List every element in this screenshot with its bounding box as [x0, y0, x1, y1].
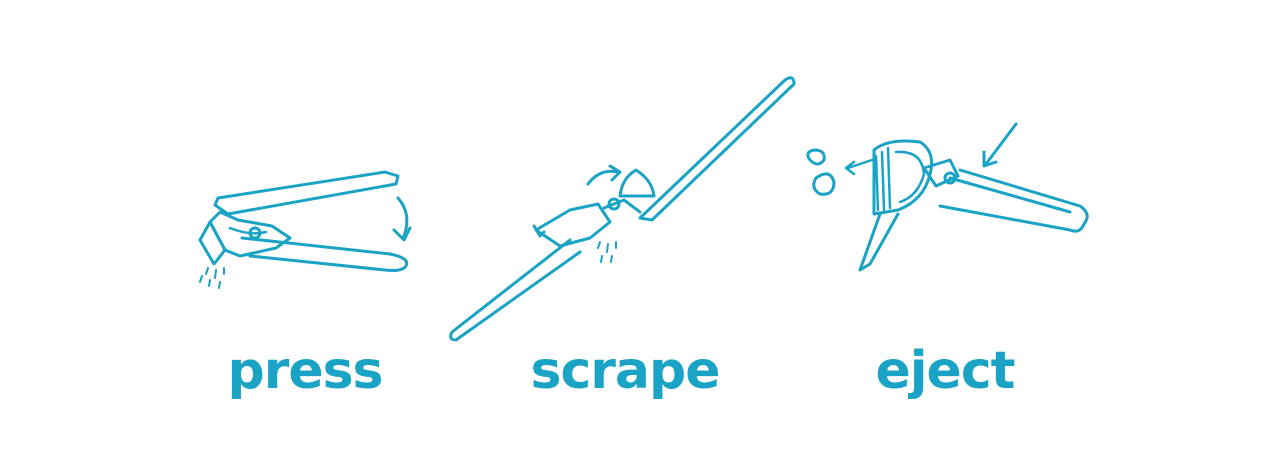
step-label-eject: eject: [875, 341, 1015, 401]
step-label-press: press: [227, 341, 383, 401]
step-press: press: [180, 0, 430, 451]
step-eject: eject: [790, 0, 1100, 451]
garlic-press-scrape-icon: [449, 76, 796, 342]
garlic-press-squeeze-icon: [198, 170, 412, 289]
step-label-scrape: scrape: [530, 341, 721, 401]
step-scrape: scrape: [440, 0, 810, 451]
garlic-press-eject-icon: [806, 122, 1089, 272]
